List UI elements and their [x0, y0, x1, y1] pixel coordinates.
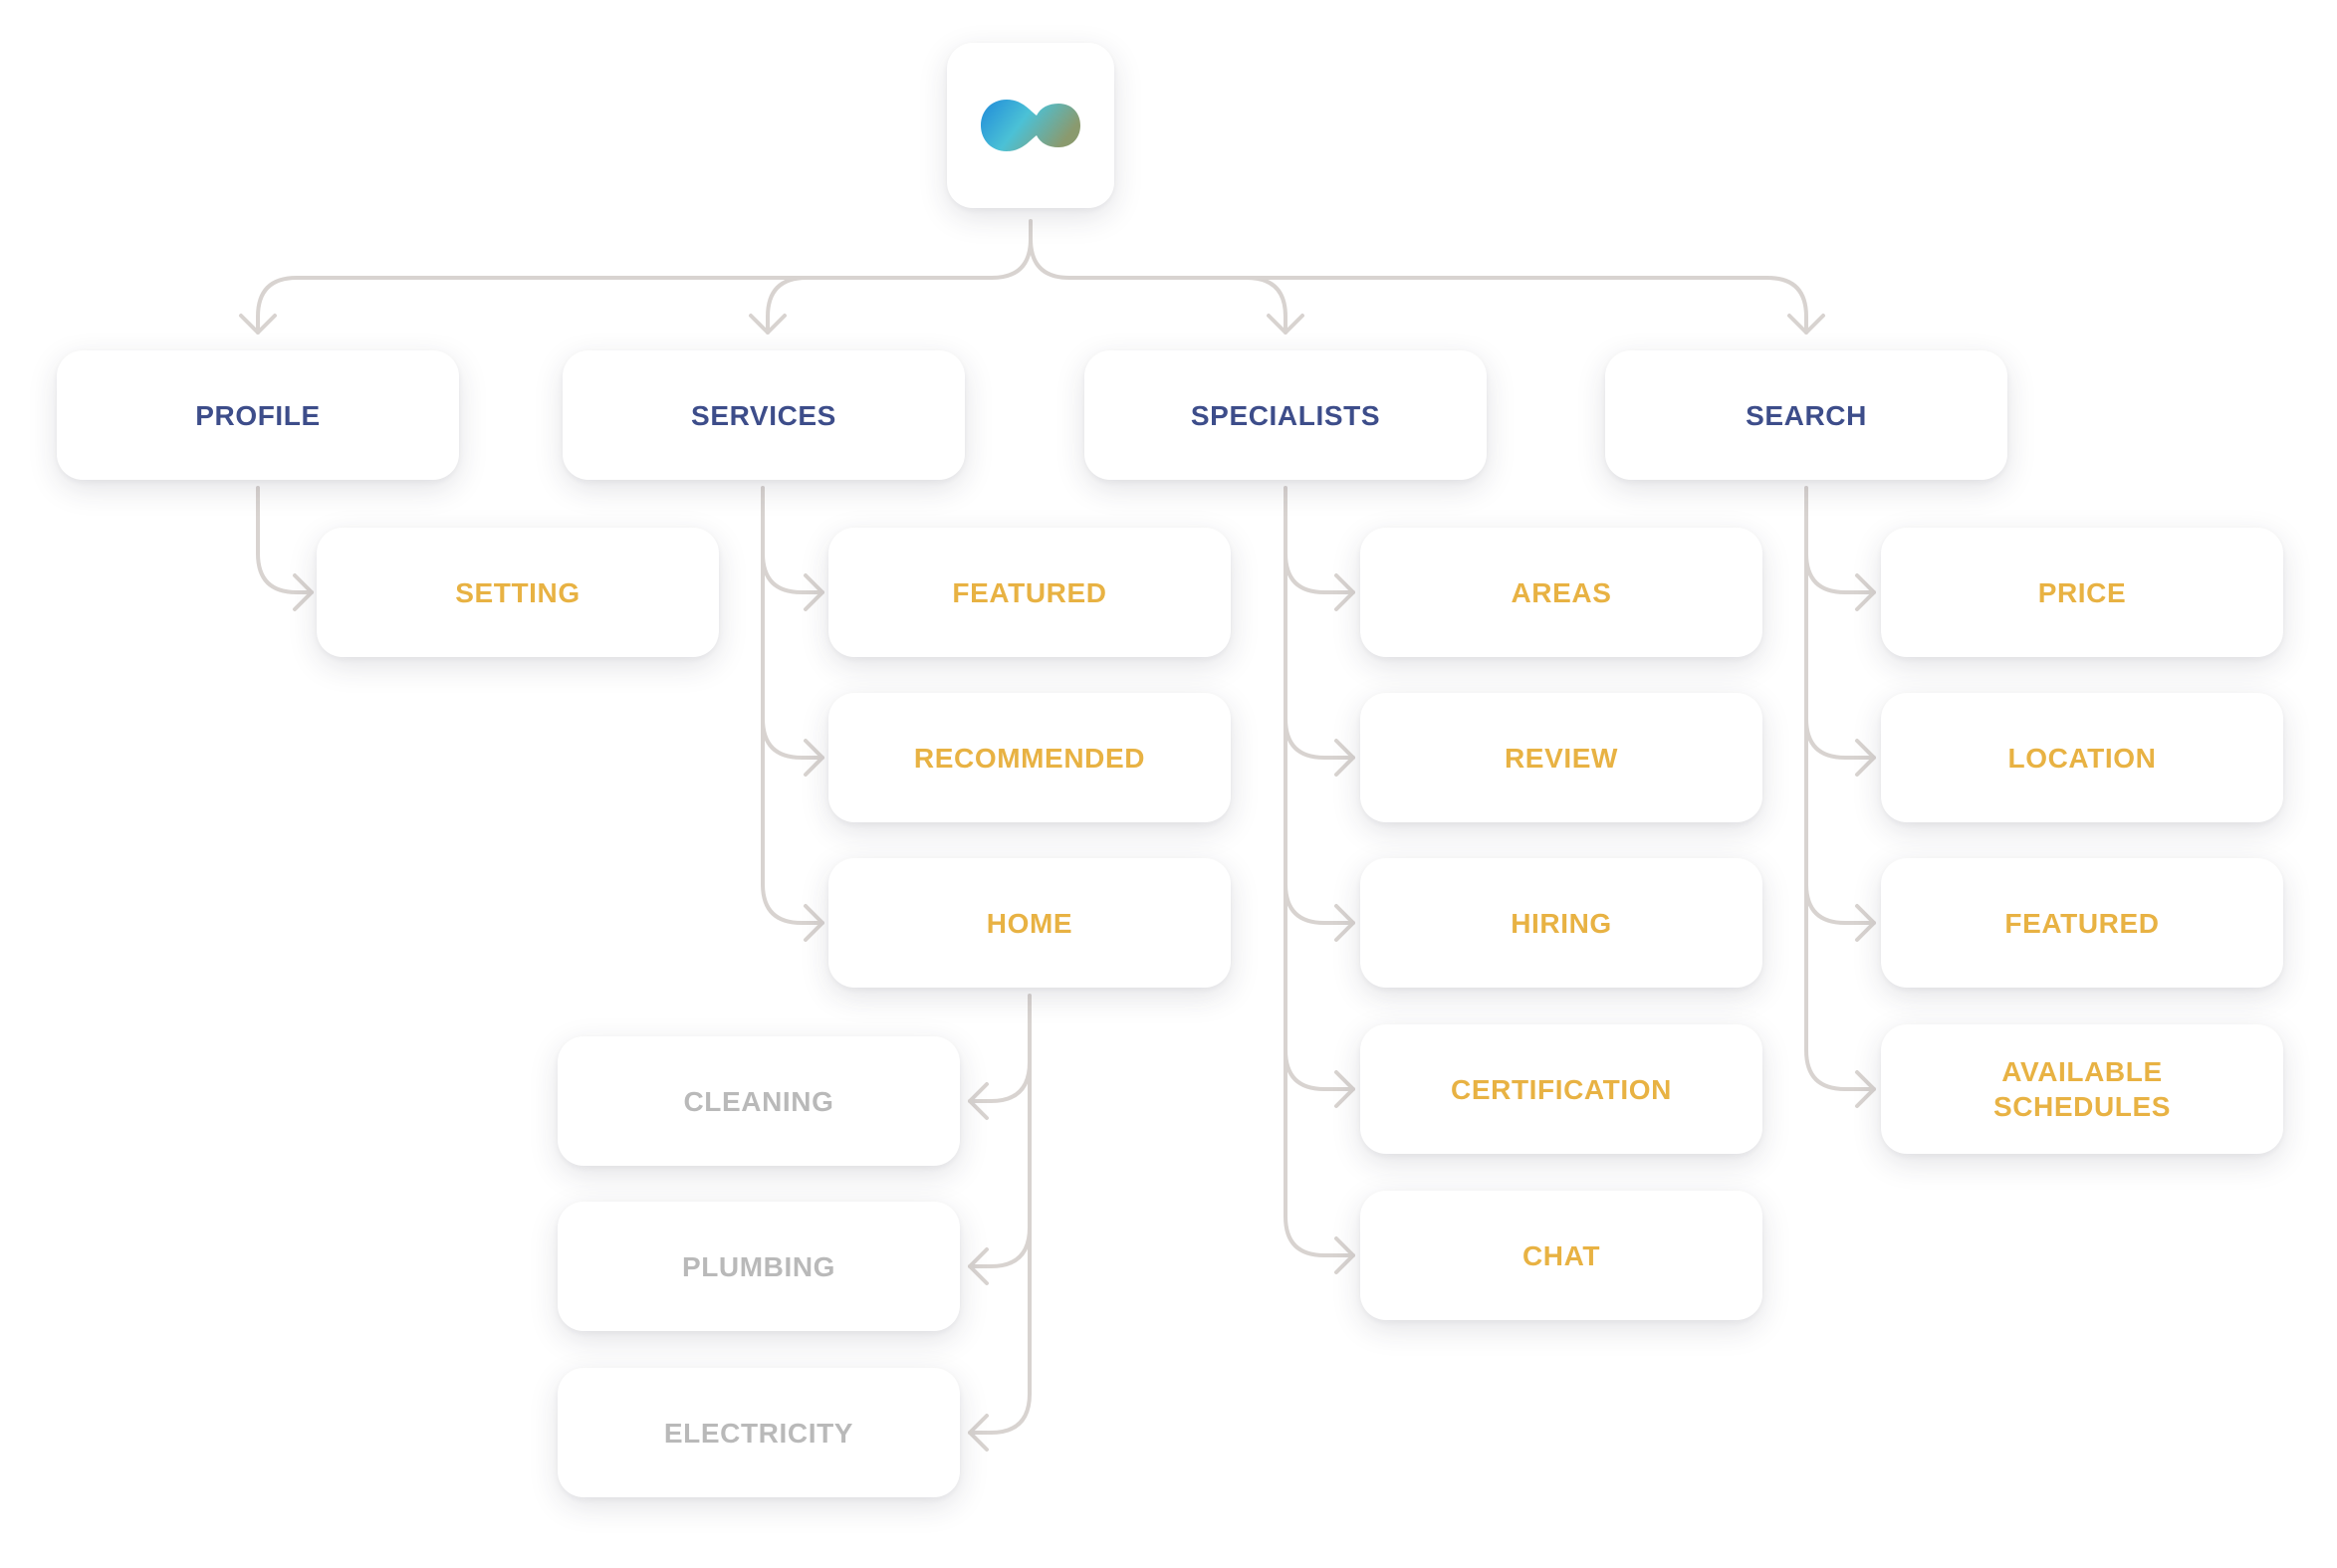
services-item-featured[interactable]: FEATURED [828, 528, 1231, 657]
connector-profile-setting [256, 486, 314, 594]
arrow-search [1787, 314, 1825, 335]
section-services[interactable]: SERVICES [563, 350, 965, 480]
search-item-label: FEATURED [2004, 907, 2160, 939]
specialists-item-label: HIRING [1511, 907, 1612, 939]
connector-search [1804, 486, 1876, 1091]
specialists-item-label: AREAS [1511, 576, 1612, 608]
arrow-services [749, 314, 787, 335]
services-item-label: FEATURED [952, 576, 1107, 608]
search-item-featured[interactable]: FEATURED [1881, 858, 2283, 988]
specialists-item-certification[interactable]: CERTIFICATION [1360, 1024, 1762, 1154]
services-item-home[interactable]: HOME [828, 858, 1231, 988]
home-item-electricity[interactable]: ELECTRICITY [558, 1368, 960, 1497]
specialists-item-label: REVIEW [1504, 742, 1619, 774]
connector-bus-services [766, 276, 809, 335]
profile-item-setting[interactable]: SETTING [317, 528, 719, 657]
profile-item-label: SETTING [455, 576, 581, 608]
section-profile-label: PROFILE [195, 399, 321, 431]
section-search[interactable]: SEARCH [1605, 350, 2007, 480]
home-item-cleaning[interactable]: CLEANING [558, 1036, 960, 1166]
home-item-plumbing[interactable]: PLUMBING [558, 1202, 960, 1331]
connector-bus-specialists [1245, 276, 1287, 335]
specialists-item-hiring[interactable]: HIRING [1360, 858, 1762, 988]
specialists-item-areas[interactable]: AREAS [1360, 528, 1762, 657]
specialists-item-label: CERTIFICATION [1451, 1073, 1672, 1105]
blob-logo-icon [981, 100, 1080, 151]
connector-bus-right [1029, 237, 1808, 335]
logo-card[interactable] [947, 43, 1114, 208]
connector-home [968, 994, 1032, 1435]
connector-specialists [1284, 486, 1355, 1257]
arrow-specialists [1267, 314, 1304, 335]
section-profile[interactable]: PROFILE [57, 350, 459, 480]
section-specialists-label: SPECIALISTS [1190, 399, 1381, 431]
search-item-label: PRICE [2037, 576, 2127, 608]
connector-bus-left [256, 237, 1033, 335]
search-item-label-line1: AVAILABLE [2001, 1056, 2163, 1087]
services-item-recommended[interactable]: RECOMMENDED [828, 693, 1231, 822]
search-item-available-schedules[interactable]: AVAILABLE SCHEDULES [1881, 1024, 2283, 1154]
specialists-item-review[interactable]: REVIEW [1360, 693, 1762, 822]
arrow-profile [239, 314, 277, 335]
section-specialists[interactable]: SPECIALISTS [1084, 350, 1487, 480]
specialists-item-chat[interactable]: CHAT [1360, 1191, 1762, 1320]
search-item-label: LOCATION [2007, 742, 2157, 774]
search-item-price[interactable]: PRICE [1881, 528, 2283, 657]
connector-services [761, 486, 824, 925]
search-item-label-line2: SCHEDULES [1992, 1091, 2172, 1122]
services-item-label: HOME [986, 907, 1073, 939]
search-item-location[interactable]: LOCATION [1881, 693, 2283, 822]
home-item-label: CLEANING [683, 1085, 834, 1117]
specialists-item-label: CHAT [1521, 1239, 1601, 1271]
section-search-label: SEARCH [1746, 399, 1867, 431]
services-item-label: RECOMMENDED [913, 742, 1146, 774]
home-item-label: ELECTRICITY [663, 1417, 854, 1449]
home-item-label: PLUMBING [681, 1250, 836, 1282]
section-services-label: SERVICES [691, 399, 836, 431]
